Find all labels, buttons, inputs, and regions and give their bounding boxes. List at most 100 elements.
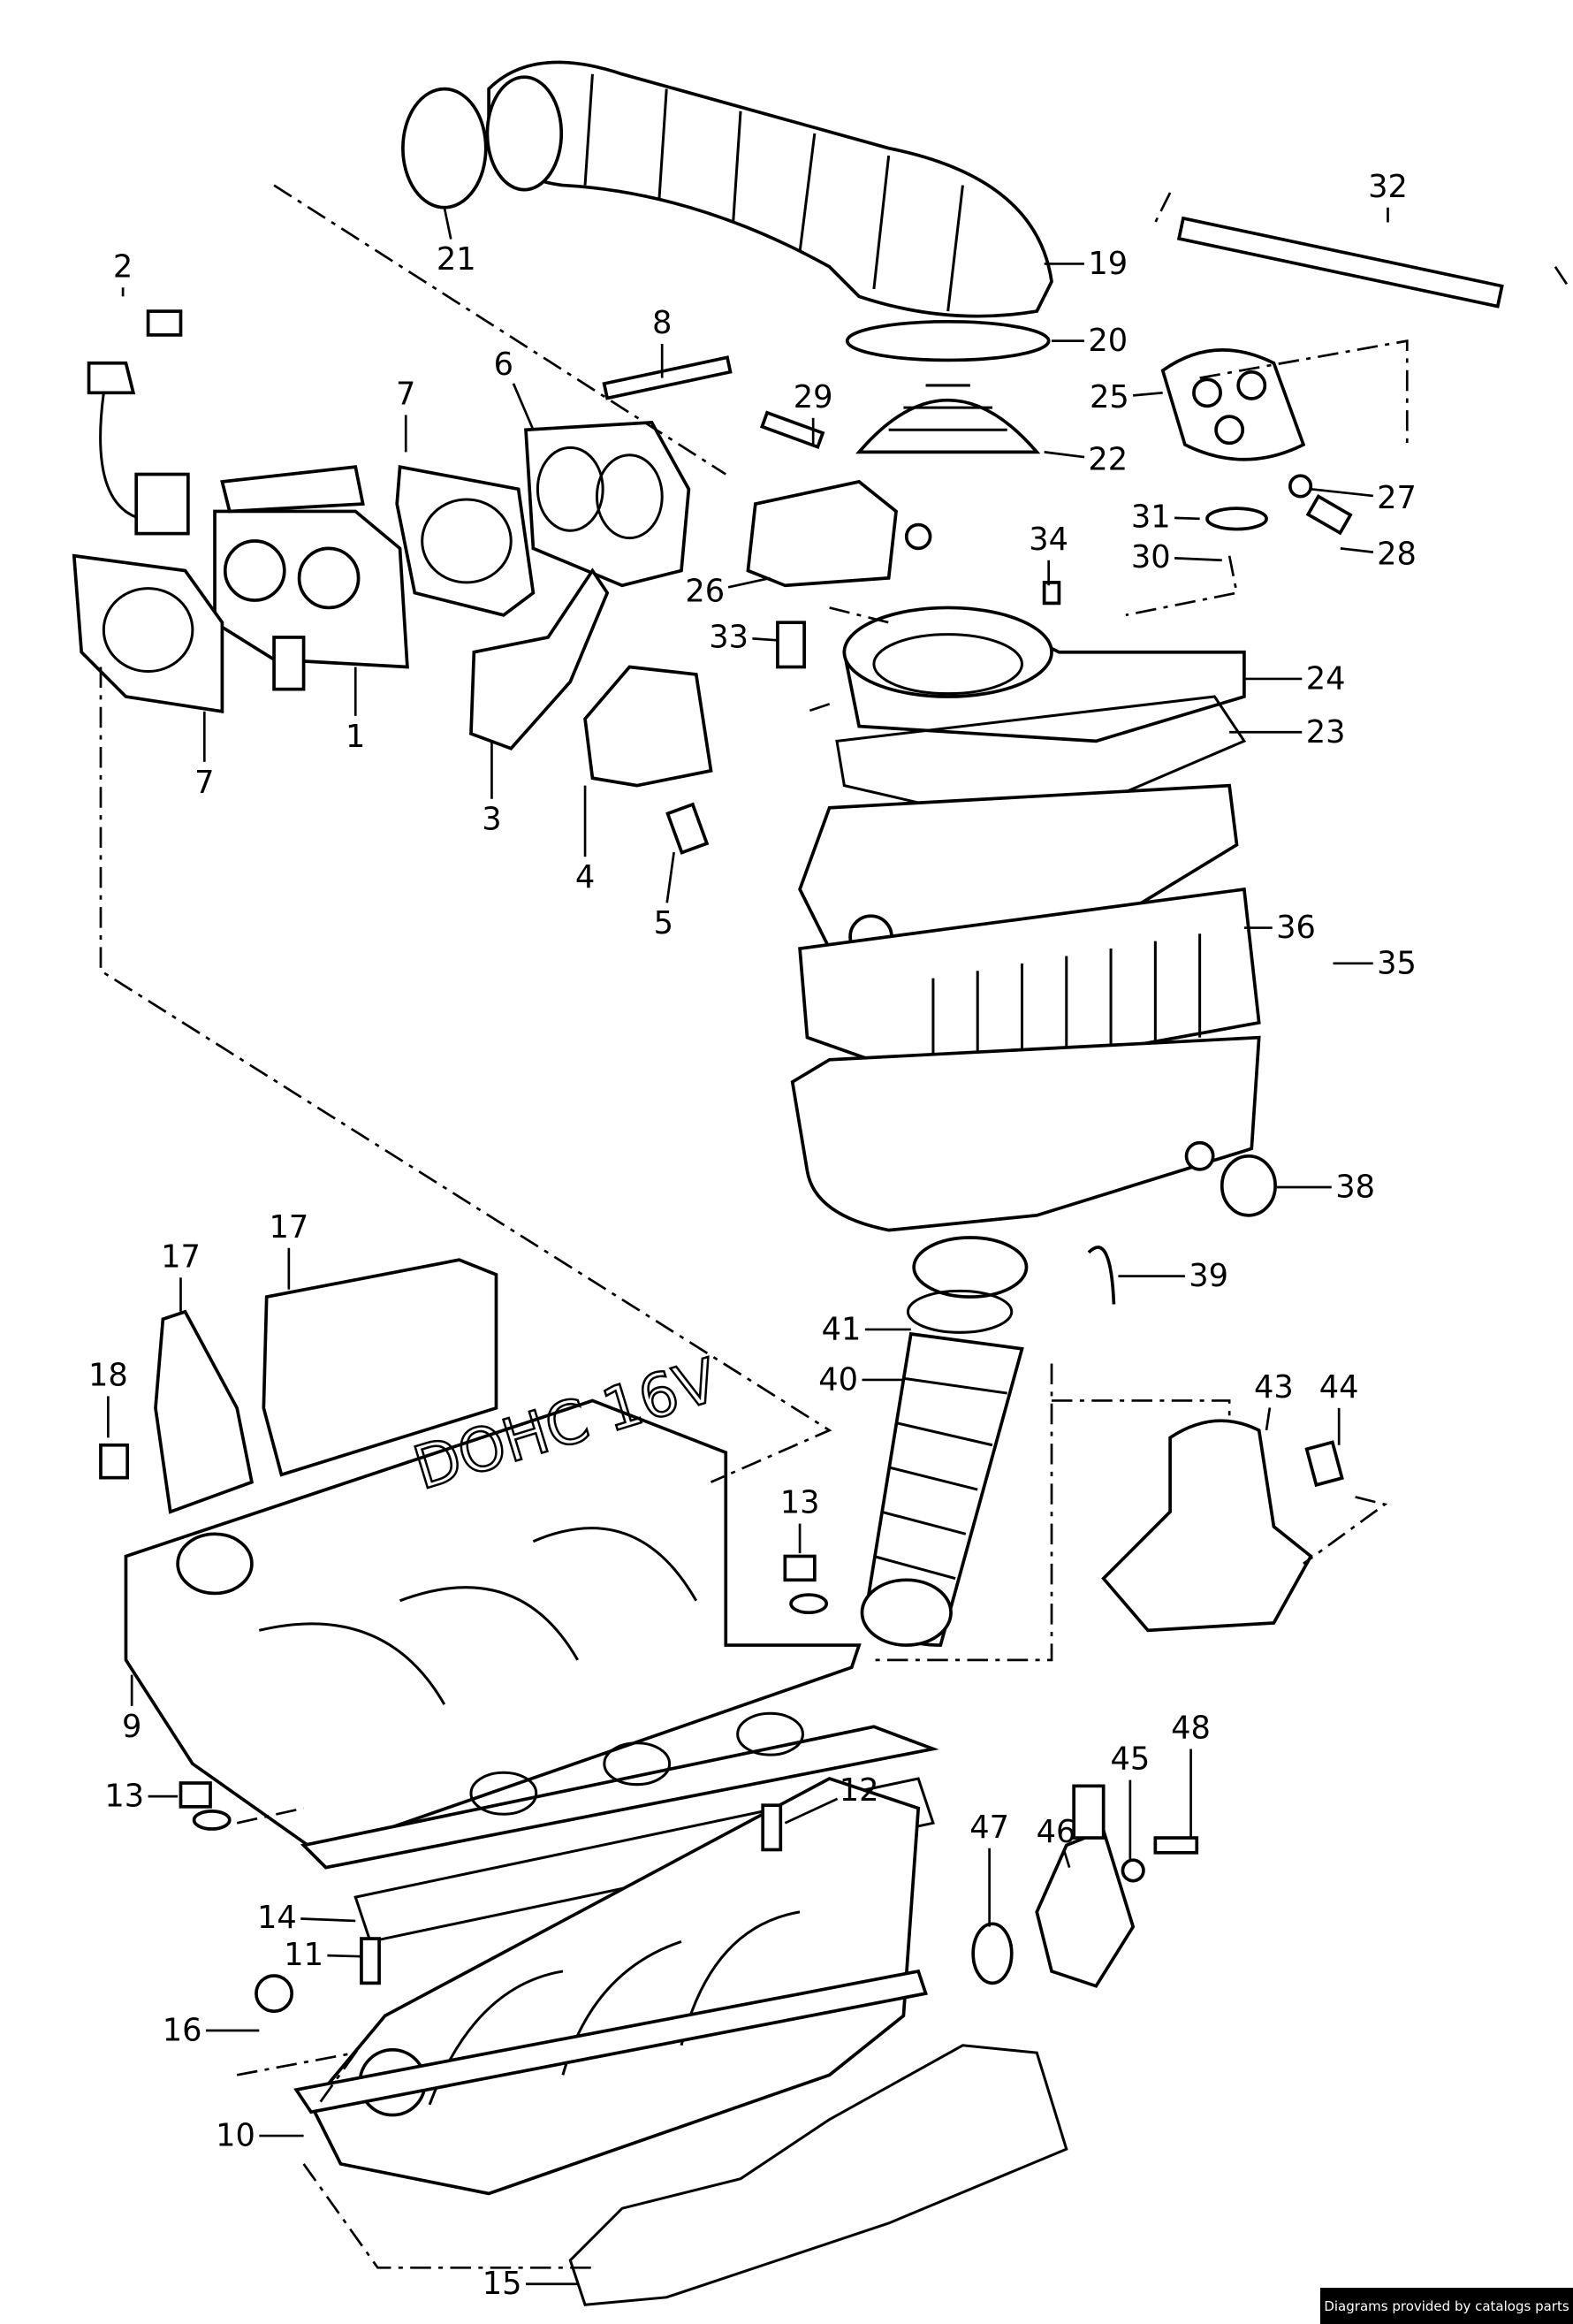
callout-10: 10 <box>216 2118 304 2154</box>
leader-line <box>784 1797 839 1825</box>
callout-38: 38 <box>1276 1169 1375 1206</box>
part-number-label: 45 <box>1110 1741 1150 1778</box>
leader-line <box>1265 1407 1272 1431</box>
callout-9: 9 <box>122 1674 141 1745</box>
leader-line <box>1174 516 1200 521</box>
part-number-label: 39 <box>1189 1258 1228 1294</box>
callout-13: 13 <box>780 1485 820 1554</box>
callout-13: 13 <box>104 1779 179 1815</box>
callout-6: 6 <box>494 347 535 431</box>
callout-33: 33 <box>709 619 779 655</box>
part-number-label: 40 <box>818 1361 858 1398</box>
part-number-label: 27 <box>1377 480 1417 516</box>
callout-23: 23 <box>1229 714 1345 751</box>
leader-line <box>1044 451 1085 459</box>
parts-drawing: DOHC 16V <box>72 60 1504 2306</box>
part-number-label: 11 <box>284 1937 323 1973</box>
part-number-label: 41 <box>822 1311 862 1347</box>
leader-line <box>665 851 675 903</box>
part-number-label: 30 <box>1131 539 1171 575</box>
callout-15: 15 <box>483 2266 578 2302</box>
callout-18: 18 <box>88 1357 128 1438</box>
callout-35: 35 <box>1333 945 1417 981</box>
callout-8: 8 <box>652 305 672 378</box>
part-number-label: 17 <box>161 1238 201 1275</box>
callout-47: 47 <box>969 1810 1009 1927</box>
part-number-label: 33 <box>709 619 749 655</box>
callout-45: 45 <box>1110 1741 1150 1861</box>
part-number-label: 3 <box>482 802 501 838</box>
part-number-label: 12 <box>840 1772 879 1809</box>
callout-32: 32 <box>1368 169 1408 223</box>
part-number-label: 38 <box>1335 1169 1375 1205</box>
part-number-label: 5 <box>654 905 673 941</box>
callout-19: 19 <box>1044 246 1128 282</box>
callout-39: 39 <box>1118 1258 1228 1294</box>
part-number-label: 22 <box>1088 441 1128 477</box>
callout-26: 26 <box>685 573 771 609</box>
part-number-label: 31 <box>1131 499 1171 536</box>
part-number-label: 17 <box>269 1209 308 1246</box>
part-number-label: 14 <box>257 1900 297 1936</box>
callout-12: 12 <box>784 1772 879 1825</box>
footer-credit: Diagrams provided by catalogs parts <box>1320 2288 1573 2324</box>
callout-27: 27 <box>1311 480 1417 516</box>
callout-4: 4 <box>575 785 595 895</box>
callout-30: 30 <box>1131 539 1222 575</box>
part-number-label: 9 <box>122 1709 141 1745</box>
callout-2: 2 <box>113 248 133 297</box>
callout-21: 21 <box>437 207 476 278</box>
callout-20: 20 <box>1052 323 1128 359</box>
part-number-label: 16 <box>163 2013 202 2049</box>
part-number-label: 6 <box>494 347 513 383</box>
part-number-label: 44 <box>1319 1369 1359 1406</box>
callout-25: 25 <box>1090 379 1163 415</box>
part-number-label: 23 <box>1306 714 1346 751</box>
callout-29: 29 <box>794 379 833 445</box>
callout-5: 5 <box>654 851 675 941</box>
part-number-label: 47 <box>969 1810 1009 1846</box>
part-number-label: 43 <box>1254 1369 1294 1406</box>
part-number-label: 36 <box>1276 910 1316 946</box>
callout-34: 34 <box>1029 522 1068 586</box>
callout-28: 28 <box>1340 537 1417 573</box>
part-number-label: 24 <box>1306 660 1346 697</box>
part-number-label: 20 <box>1088 323 1128 359</box>
leader-line <box>1174 557 1222 562</box>
callout-46: 46 <box>1037 1814 1076 1868</box>
part-number-label: 15 <box>483 2266 522 2302</box>
leader-line <box>1340 547 1374 553</box>
part-number-label: 7 <box>396 376 415 412</box>
callout-24: 24 <box>1243 660 1346 697</box>
callout-40: 40 <box>818 1361 904 1398</box>
callout-3: 3 <box>482 741 502 838</box>
leader-line <box>1311 487 1374 498</box>
part-number-label: 35 <box>1377 945 1417 981</box>
leader-line <box>1063 1850 1071 1868</box>
callout-7: 7 <box>396 376 415 453</box>
part-number-label: 1 <box>346 719 365 755</box>
part-number-label: 46 <box>1037 1814 1076 1850</box>
part-number-label: 13 <box>780 1485 820 1521</box>
part-number-label: 48 <box>1171 1710 1211 1746</box>
leader-line <box>512 383 535 431</box>
part-number-label: 13 <box>104 1779 144 1815</box>
part-number-label: 7 <box>194 765 214 801</box>
part-number-label: 25 <box>1090 379 1129 415</box>
callout-43: 43 <box>1254 1369 1294 1431</box>
part-number-label: 34 <box>1029 522 1068 558</box>
part-number-label: 29 <box>794 379 833 415</box>
callout-22: 22 <box>1044 441 1128 477</box>
part-number-label: 19 <box>1088 246 1128 282</box>
leader-line <box>727 576 771 589</box>
callout-36: 36 <box>1243 910 1316 946</box>
callout-14: 14 <box>257 1900 356 1936</box>
part-number-label: 4 <box>575 859 595 895</box>
callout-7: 7 <box>194 711 214 801</box>
callout-1: 1 <box>346 667 365 755</box>
leader-line <box>300 1917 356 1923</box>
part-number-label: 10 <box>216 2118 255 2154</box>
callout-17: 17 <box>269 1209 308 1290</box>
